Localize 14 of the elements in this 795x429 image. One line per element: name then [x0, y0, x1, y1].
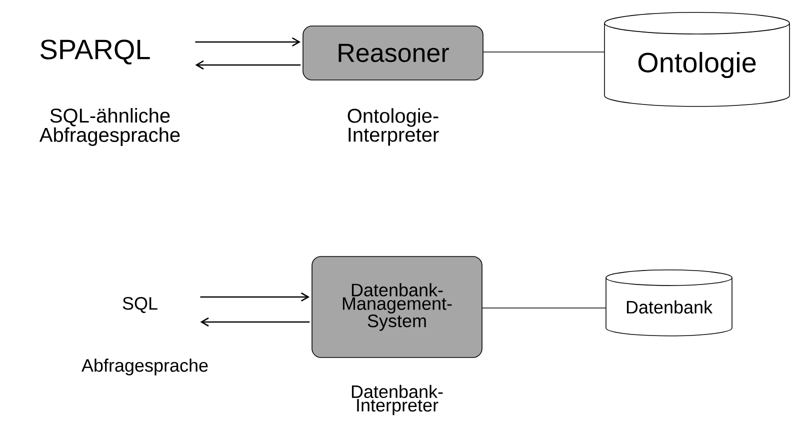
caption-text: Abfragesprache [82, 358, 208, 376]
caption-text: Ontologie-Interpreter [348, 108, 439, 146]
arrow [195, 60, 301, 70]
database-cylinder: Ontologie [604, 12, 790, 107]
arrow [200, 317, 310, 327]
query-language-label: SQL [122, 297, 158, 313]
caption-text: SQL-ähnliche Abfragesprache [39, 108, 180, 146]
process-box: Datenbank-Management-System [312, 256, 482, 358]
database-cylinder: Datenbank [606, 269, 732, 336]
process-box: Reasoner [302, 26, 484, 80]
caption-text: Datenbank-Interpreter [352, 384, 443, 416]
query-language-label: SPARQL [40, 40, 150, 64]
arrow [200, 292, 310, 302]
arrow [195, 37, 301, 47]
